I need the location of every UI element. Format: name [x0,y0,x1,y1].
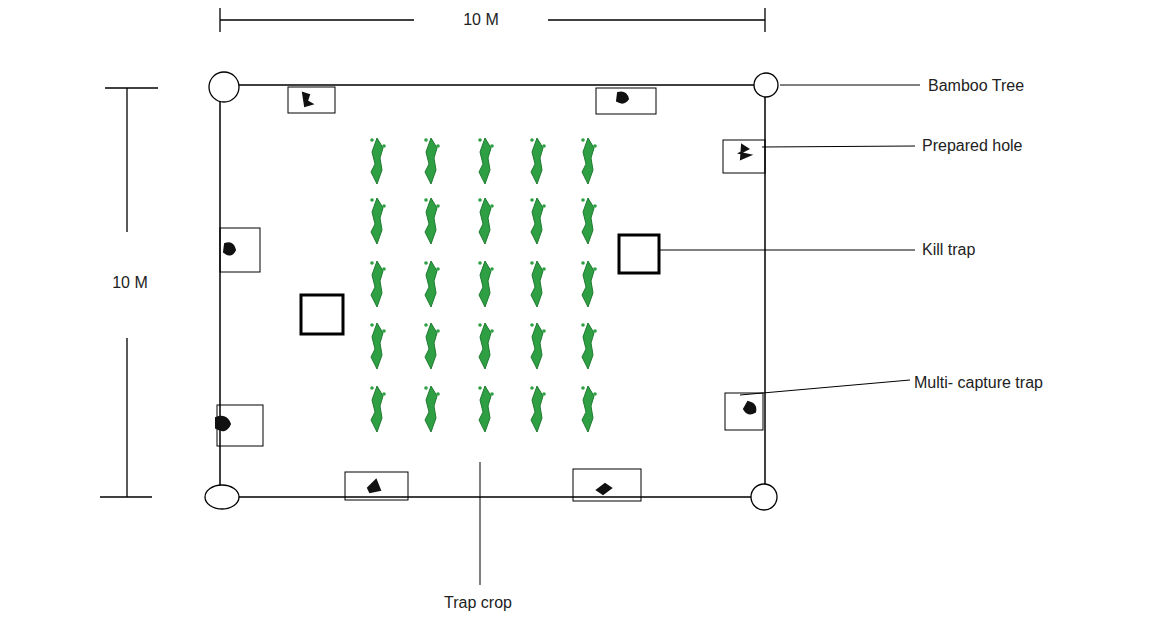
crop-plant [436,144,440,148]
dimension-label: 10 M [463,10,499,29]
crop-plant [425,138,437,184]
crop-plant [382,144,386,148]
crop-plant [370,386,374,390]
legend-callout: Bamboo Tree [928,76,1024,95]
crop-plant [478,323,482,327]
crop-plant [490,144,494,148]
crop-plant [425,386,437,432]
crop-plant [424,261,428,265]
crop-plant [479,198,491,244]
crop-plant [530,323,534,327]
crop-plant [542,267,546,271]
crop-plant [581,261,585,265]
legend-callout: Prepared hole [922,136,1023,155]
crop-plant [581,323,585,327]
crop-plant [582,323,594,369]
crop-plant [530,386,534,390]
crop-plant [370,138,374,142]
crop-plant [424,386,428,390]
crop-plant [490,392,494,396]
crop-plant [530,198,534,202]
crop-plant [593,267,597,271]
crop-plant [371,261,383,307]
crop-plant [382,204,386,208]
crop-plant [582,138,594,184]
crop-plant [542,329,546,333]
crop-plant [425,198,437,244]
dimension-lines [100,8,765,497]
crop-plant [593,392,597,396]
crop-plant [436,329,440,333]
crop-plant [478,138,482,142]
crop-plant [542,144,546,148]
crop-plant [478,386,482,390]
bamboo-trees [205,72,778,510]
leader-lines [480,85,920,585]
crop-plant [530,261,534,265]
crop-plant [371,386,383,432]
trap-crop-plants [370,138,597,432]
crop-plant [490,267,494,271]
crop-plant [370,323,374,327]
crop-plant [479,261,491,307]
crop-plant [581,138,585,142]
crop-plant [479,138,491,184]
crop-plant [436,204,440,208]
crop-plant [593,204,597,208]
legend-callout: Trap crop [444,593,512,612]
legend-callout: Multi- capture trap [914,373,1043,392]
crop-plant [593,144,597,148]
crop-plant [370,261,374,265]
crop-plant [542,392,546,396]
crop-plant [370,198,374,202]
crop-plant [581,198,585,202]
crop-plant [371,323,383,369]
crop-plant [478,198,482,202]
crop-plant [531,386,543,432]
crop-plant [531,138,543,184]
crop-plant [478,261,482,265]
crop-plant [490,329,494,333]
crop-plant [382,392,386,396]
crop-plant [582,198,594,244]
crop-plant [424,198,428,202]
crop-plant [382,329,386,333]
crop-plant [582,386,594,432]
kill-traps [301,235,659,334]
crop-plant [371,198,383,244]
crop-plant [531,198,543,244]
crop-plant [582,261,594,307]
crop-plant [371,138,383,184]
crop-plant [593,329,597,333]
crop-plant [382,267,386,271]
crop-plant [490,204,494,208]
crop-plant [479,323,491,369]
prepared-holes [216,93,755,494]
crop-plant [542,204,546,208]
multi-capture-traps [217,87,765,501]
legend-callout: Kill trap [922,240,975,259]
crop-plant [531,323,543,369]
plot-border [220,85,765,497]
crop-plant [424,138,428,142]
dimension-label: 10 M [112,273,148,292]
crop-plant [425,261,437,307]
crop-plant [436,267,440,271]
crop-plant [425,323,437,369]
crop-plant [530,138,534,142]
crop-plant [531,261,543,307]
crop-plant [424,323,428,327]
crop-plant [436,392,440,396]
crop-plant [581,386,585,390]
crop-plant [479,386,491,432]
